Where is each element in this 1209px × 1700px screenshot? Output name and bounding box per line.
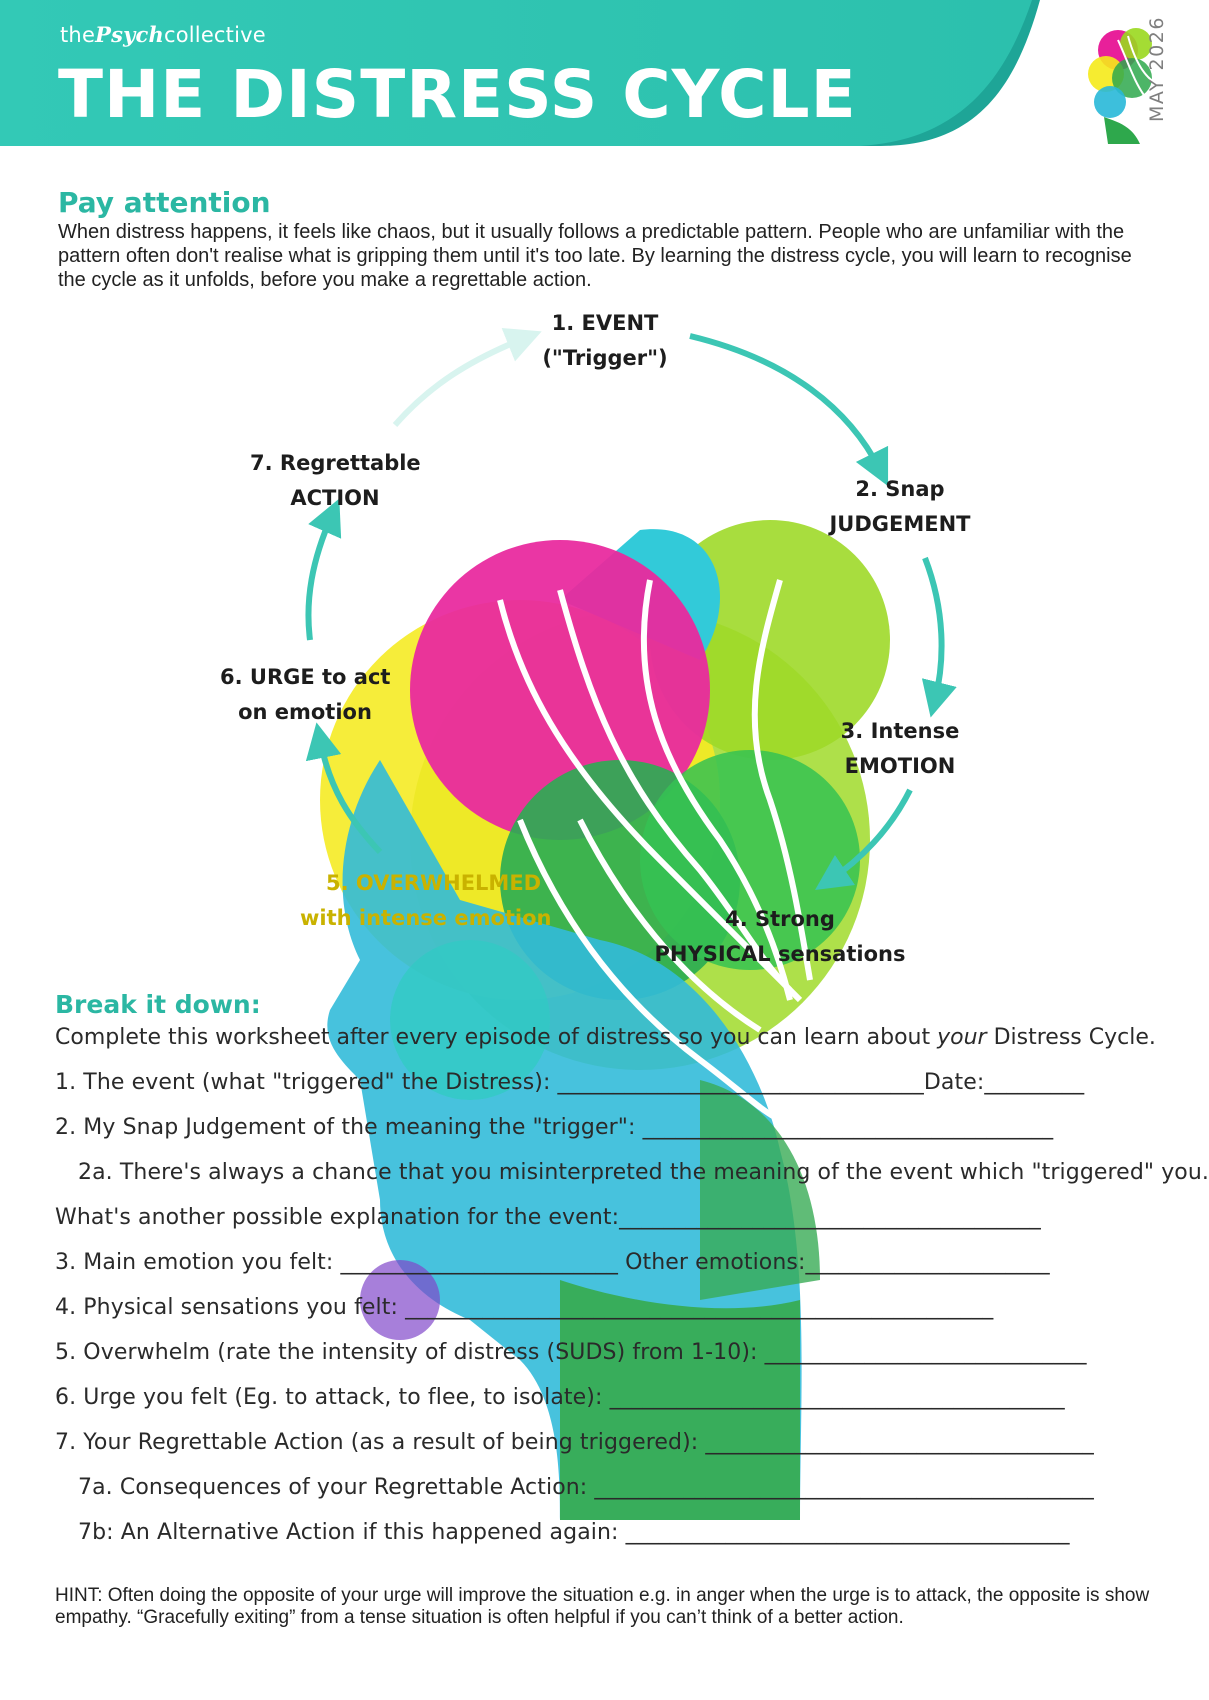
page-title: THE DISTRESS CYCLE	[58, 56, 857, 133]
distress-cycle-diagram	[305, 327, 957, 1520]
field-alternative-action[interactable]: 7b: An Alternative Action if this happen…	[78, 1520, 1070, 1545]
header-banner	[0, 0, 1040, 146]
field-consequences[interactable]: 7a. Consequences of your Regrettable Act…	[78, 1475, 1094, 1500]
break-it-down-heading: Break it down:	[55, 990, 261, 1019]
field-regrettable-action[interactable]: 7. Your Regrettable Action (as a result …	[55, 1430, 1094, 1455]
field-alternative-explanation[interactable]: What's another possible explanation for …	[55, 1205, 1041, 1230]
field-snap-judgement[interactable]: 2. My Snap Judgement of the meaning the …	[55, 1115, 1054, 1140]
field-main-emotion[interactable]: 3. Main emotion you felt: ______________…	[55, 1250, 1050, 1275]
head-silhouette	[320, 520, 890, 1520]
field-overwhelm-rating[interactable]: 5. Overwhelm (rate the intensity of dist…	[55, 1340, 1087, 1365]
hint-paragraph: HINT: Often doing the opposite of your u…	[55, 1585, 1150, 1628]
field-misinterpretation-note: 2a. There's always a chance that you mis…	[78, 1160, 1209, 1185]
head-logo-icon	[1088, 28, 1155, 144]
brand-logo-text: thePsychcollective	[60, 22, 266, 47]
field-physical-sensations[interactable]: 4. Physical sensations you felt: _______…	[55, 1295, 994, 1320]
intro-paragraph: When distress happens, it feels like cha…	[58, 221, 1132, 291]
pay-attention-heading: Pay attention	[58, 186, 271, 219]
worksheet-instructions: Complete this worksheet after every epis…	[55, 1025, 1156, 1050]
field-event[interactable]: 1. The event (what "triggered" the Distr…	[55, 1070, 1085, 1095]
field-urge[interactable]: 6. Urge you felt (Eg. to attack, to flee…	[55, 1385, 1065, 1410]
date-label: MAY 2026	[1146, 16, 1168, 122]
stage-1-event: 1. EVENT("Trigger")	[542, 311, 668, 370]
